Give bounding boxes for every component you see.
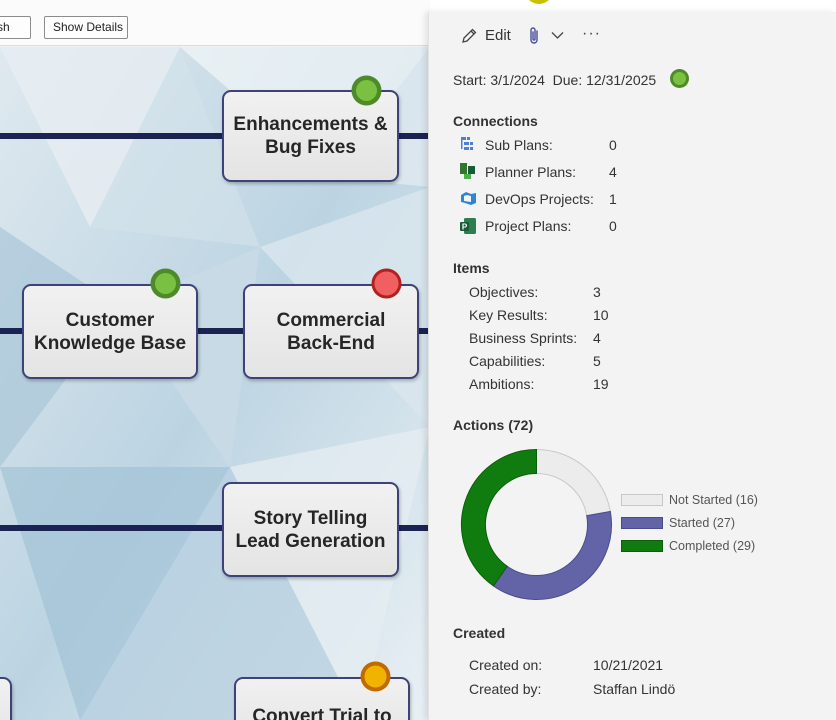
canvas-toolbar: sh Show Details [0, 0, 430, 46]
node-title-line: Knowledge Base [33, 332, 187, 354]
node-title-line: Bug Fixes [265, 137, 356, 158]
connection-label: DevOps Projects: [485, 191, 594, 207]
edit-pencil-icon [462, 28, 477, 43]
node-title-line: Customer [65, 309, 155, 331]
item-value: 10 [593, 307, 609, 323]
connection-value: 0 [609, 137, 617, 153]
node-title-line: Story Telling [253, 507, 368, 529]
attachment-icon[interactable] [528, 26, 542, 46]
plan-node-partial[interactable] [0, 677, 12, 720]
status-green-icon [150, 268, 181, 299]
plan-canvas[interactable]: sh Show Details Enhancements &Bug Fixes … [0, 0, 430, 720]
start-date: 3/1/2024 [490, 72, 545, 88]
connection-value: 1 [609, 191, 617, 207]
created-on-label: Created on: [469, 657, 543, 673]
item-label: Objectives: [469, 284, 539, 300]
status-red-icon [371, 268, 402, 299]
devops-icon [461, 192, 476, 205]
connection-label: Planner Plans: [485, 164, 577, 180]
node-title-line: Enhancements & [233, 114, 388, 135]
created-on-value: 10/21/2021 [593, 657, 664, 673]
more-options-button[interactable]: ··· [582, 25, 601, 42]
legend-swatch-not-started [621, 494, 663, 506]
details-panel: Edit ··· Start: 3/1/2024 Due: 12/31/2025… [428, 12, 836, 720]
refresh-button[interactable]: sh [0, 16, 31, 39]
actions-donut-chart [461, 448, 612, 600]
node-title-line: Convert Trial to [252, 706, 392, 720]
chevron-down-icon[interactable] [551, 31, 564, 40]
status-green-icon [351, 75, 382, 106]
status-green-icon [670, 69, 689, 88]
sub-plans-icon [461, 137, 473, 150]
project-icon: P [460, 218, 476, 234]
actions-legend: Not Started (16) Started (27) Completed … [621, 493, 831, 564]
legend-label-started: Started (27) [669, 516, 736, 530]
legend-label-completed: Completed (29) [669, 539, 756, 553]
node-title-line: Lead Generation [235, 530, 386, 552]
item-label: Business Sprints: [469, 330, 578, 346]
actions-header: Actions (72) [453, 417, 534, 433]
edit-button[interactable]: Edit [485, 27, 511, 44]
planner-icon [460, 163, 475, 179]
connection-label: Project Plans: [485, 218, 572, 234]
item-value: 5 [593, 353, 601, 369]
legend-swatch-started [621, 517, 663, 529]
connection-value: 0 [609, 218, 617, 234]
dates-line: Start: 3/1/2024 Due: 12/31/2025 [453, 72, 656, 88]
item-label: Ambitions: [469, 376, 535, 392]
node-title-line: Back-End [287, 332, 375, 354]
item-value: 4 [593, 330, 601, 346]
items-header: Items [453, 260, 490, 276]
due-date: 12/31/2025 [586, 72, 657, 88]
item-value: 19 [593, 376, 609, 392]
legend-label-not-started: Not Started (16) [669, 493, 758, 507]
status-amber-icon [360, 661, 391, 692]
item-label: Key Results: [469, 307, 548, 323]
slice-started [492, 510, 612, 600]
connector-line [0, 133, 430, 139]
node-title-line: Commercial [276, 309, 386, 331]
start-label: Start: [453, 72, 487, 88]
connector-line [0, 328, 430, 334]
due-label: Due: [552, 72, 583, 88]
created-header: Created [453, 625, 506, 641]
connector-line [0, 525, 430, 531]
slice-completed [461, 448, 537, 587]
slice-not-started [536, 448, 611, 517]
connection-value: 4 [609, 164, 617, 180]
plan-node-enhancements[interactable]: Enhancements &Bug Fixes [222, 90, 399, 182]
item-label: Capabilities: [469, 353, 546, 369]
legend-swatch-completed [621, 540, 663, 552]
connection-label: Sub Plans: [485, 137, 553, 153]
status-amber-icon [529, 0, 549, 4]
show-details-button[interactable]: Show Details [44, 16, 128, 39]
item-value: 3 [593, 284, 601, 300]
created-by-value: Staffan Lindö [593, 681, 676, 697]
svg-text:P: P [462, 223, 468, 232]
connections-header: Connections [453, 113, 538, 129]
created-by-label: Created by: [469, 681, 542, 697]
